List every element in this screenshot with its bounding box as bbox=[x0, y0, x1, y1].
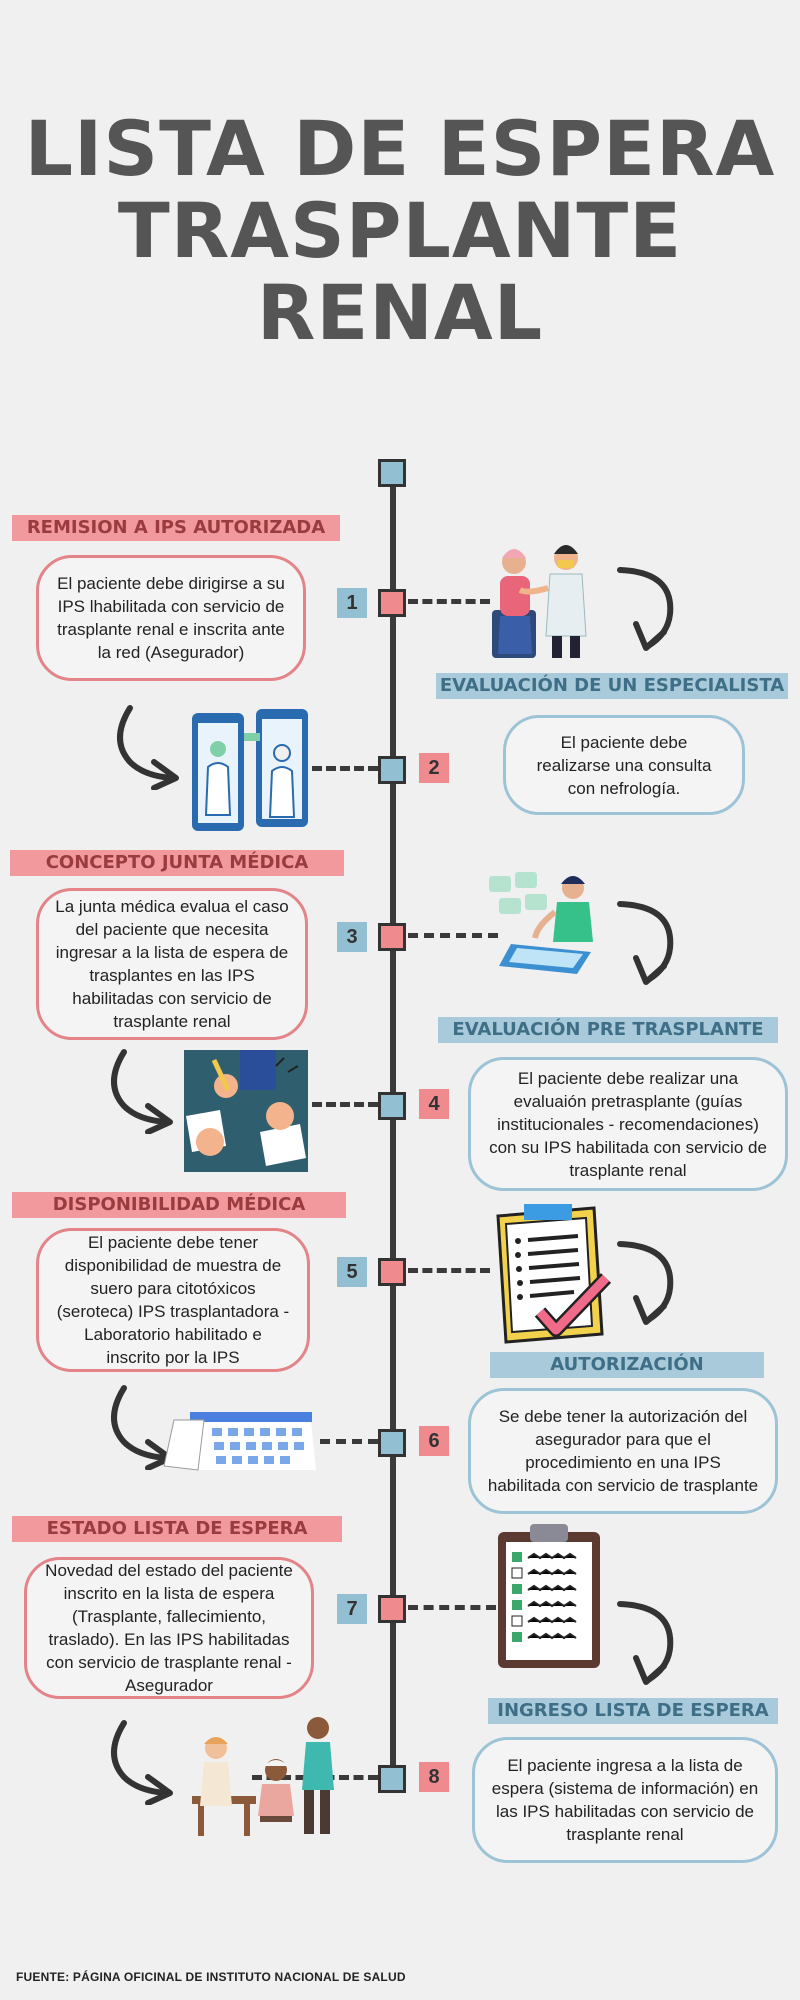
step-4-card: El paciente debe realizar una evaluaión … bbox=[468, 1057, 788, 1191]
step-5-label: DISPONIBILIDAD MÉDICA bbox=[12, 1192, 346, 1218]
step-1-connector bbox=[408, 599, 490, 604]
timeline-line bbox=[390, 470, 396, 1775]
step-5-connector bbox=[408, 1268, 490, 1273]
step-7-card: Novedad del estado del paciente inscrito… bbox=[24, 1557, 314, 1699]
step-4-number: 4 bbox=[419, 1089, 449, 1119]
signing-documents-icon bbox=[184, 1050, 308, 1172]
calendar-icon bbox=[163, 1412, 316, 1471]
title-line-2: TRASPLANTE bbox=[117, 186, 683, 275]
step-7-number: 7 bbox=[337, 1594, 367, 1624]
step-5-node bbox=[378, 1258, 406, 1286]
step-3-card: La junta médica evalua el caso del pacie… bbox=[36, 888, 308, 1040]
step-5-card: El paciente debe tener disponibilidad de… bbox=[36, 1228, 310, 1372]
step-6-card: Se debe tener la autorización del asegur… bbox=[468, 1388, 778, 1514]
todo-clipboard-icon bbox=[498, 1524, 600, 1668]
step-4-connector bbox=[312, 1102, 378, 1107]
step-8-number: 8 bbox=[419, 1762, 449, 1792]
step-4-label: EVALUACIÓN PRE TRASPLANTE bbox=[438, 1017, 778, 1043]
step-5-number: 5 bbox=[337, 1257, 367, 1287]
curved-arrow-icon bbox=[617, 1601, 674, 1685]
curved-arrow-icon bbox=[617, 1241, 674, 1325]
step-1-number: 1 bbox=[337, 588, 367, 618]
source-footer: FUENTE: PÁGINA OFICINAL DE INSTITUTO NAC… bbox=[16, 1970, 406, 1984]
timeline-start-node bbox=[378, 459, 406, 487]
curved-arrow-icon bbox=[111, 1720, 173, 1805]
curved-arrow-icon bbox=[117, 705, 179, 790]
step-3-node bbox=[378, 923, 406, 951]
step-7-connector bbox=[408, 1605, 496, 1610]
step-2-number: 2 bbox=[419, 753, 449, 783]
video-consult-icon bbox=[192, 709, 308, 831]
data-analyst-icon bbox=[489, 872, 593, 974]
step-2-card: El paciente debe realizarse una consulta… bbox=[503, 715, 745, 815]
step-6-label: AUTORIZACIÓN bbox=[490, 1352, 764, 1378]
curved-arrow-icon bbox=[111, 1049, 173, 1134]
step-4-node bbox=[378, 1092, 406, 1120]
title-line-3: RENAL bbox=[256, 268, 544, 357]
title-line-1: LISTA DE ESPERA bbox=[24, 104, 776, 193]
step-1-label: REMISION A IPS AUTORIZADA bbox=[12, 515, 340, 541]
step-2-node bbox=[378, 756, 406, 784]
step-3-connector bbox=[408, 933, 498, 938]
step-7-label: ESTADO LISTA DE ESPERA bbox=[12, 1516, 342, 1542]
doctor-patient-icon bbox=[492, 545, 587, 658]
checklist-clipboard-icon bbox=[496, 1204, 612, 1344]
step-6-connector bbox=[320, 1439, 378, 1444]
step-8-card: El paciente ingresa a la lista de espera… bbox=[472, 1737, 778, 1863]
step-8-node bbox=[378, 1765, 406, 1793]
curved-arrow-icon bbox=[617, 901, 674, 985]
step-3-label: CONCEPTO JUNTA MÉDICA bbox=[10, 850, 344, 876]
step-1-node bbox=[378, 589, 406, 617]
step-6-node bbox=[378, 1429, 406, 1457]
step-8-label: INGRESO LISTA DE ESPERA bbox=[488, 1698, 778, 1724]
page-title: LISTA DE ESPERA TRASPLANTE RENAL bbox=[0, 108, 800, 354]
family-icon bbox=[192, 1717, 334, 1836]
step-3-number: 3 bbox=[337, 922, 367, 952]
step-6-number: 6 bbox=[419, 1426, 449, 1456]
step-2-connector bbox=[312, 766, 378, 771]
step-7-node bbox=[378, 1595, 406, 1623]
curved-arrow-icon bbox=[617, 567, 674, 651]
step-1-card: El paciente debe dirigirse a su IPS lhab… bbox=[36, 555, 306, 681]
step-2-label: EVALUACIÓN DE UN ESPECIALISTA bbox=[436, 673, 788, 699]
